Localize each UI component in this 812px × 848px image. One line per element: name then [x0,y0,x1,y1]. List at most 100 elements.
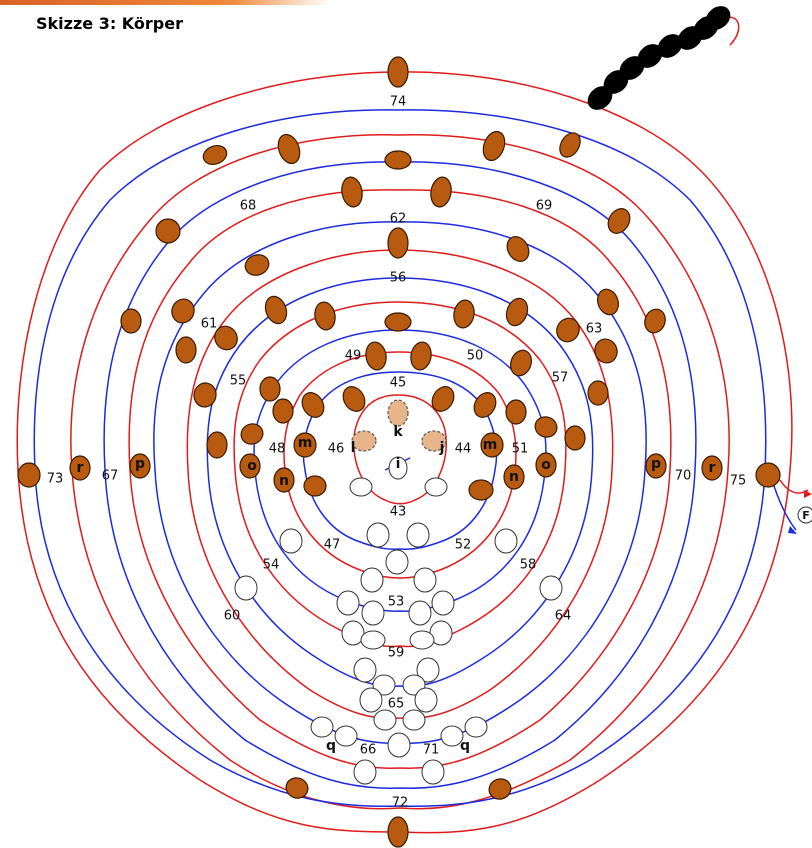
brown-bead [755,462,781,488]
region-number: 66 [360,743,377,758]
brown-bead [431,386,455,412]
bead-letter: q [326,738,336,754]
brown-bead [365,341,387,371]
brown-bead [505,297,529,327]
brown-bead [503,464,525,490]
brown-bead [214,325,238,351]
brown-bead [535,452,557,478]
region-number: 48 [269,442,286,457]
region-number: 60 [224,609,241,624]
region-number: 43 [390,505,407,520]
red-arrow-icon [804,490,812,498]
bead-letter: m [483,437,498,453]
red-ring-2 [70,134,730,810]
outline-bead [440,725,464,747]
center-bead [351,430,377,452]
brown-bead [482,130,506,162]
region-number: 55 [230,374,247,389]
outline-bead [414,687,438,713]
brown-bead [303,475,327,497]
brown-bead [410,341,432,371]
brown-bead [240,423,264,445]
bead-letter: i [396,456,401,472]
outline-bead [431,590,455,616]
outline-bead [360,630,386,650]
outline-bead [408,600,432,626]
brown-bead [597,288,619,316]
region-number: 45 [390,376,407,391]
region-number: 56 [390,271,407,286]
bead-letter: p [651,456,661,472]
brown-bead [384,312,412,332]
region-number: 69 [536,199,553,214]
region-number: 61 [201,317,218,332]
brown-bead [488,778,512,800]
outline-bead [279,528,303,554]
brown-bead [69,455,91,481]
blue-arrow-icon [788,526,797,534]
region-number: 52 [455,538,472,553]
outline-bead [406,522,430,548]
brown-bead [384,150,412,170]
brown-bead [273,467,295,493]
brown-bead [506,236,530,262]
outline-bead [334,725,358,747]
bead-letter: n [279,473,289,489]
brown-bead [387,56,409,88]
outline-bead [387,732,411,758]
outline-bead [409,630,435,650]
brown-bead [468,479,494,501]
brown-bead [534,416,558,438]
outline-bead [349,477,373,497]
brown-bead [387,816,409,848]
outline-bead [464,716,488,738]
brown-bead [510,349,532,377]
bead-letter: k [393,424,403,440]
region-number: 75 [730,474,747,489]
region-number: 58 [520,558,537,573]
brown-bead [314,301,336,331]
red-ring-3 [128,189,672,769]
brown-bead [155,218,181,244]
brown-bead [453,299,475,329]
brown-bead [277,133,301,165]
region-number: 53 [388,595,405,610]
blue-ring-3 [153,221,647,744]
brown-bead [607,208,631,234]
blue-ring-2 [103,161,697,789]
bead-letter: p [135,456,145,472]
brown-bead [17,462,41,488]
header-accent-bar [0,0,330,5]
brown-bead [342,386,366,412]
brown-bead [387,227,409,259]
blue-ring-outer [33,109,767,808]
region-number: 65 [388,697,405,712]
region-number: 46 [328,442,345,457]
brown-bead [480,432,504,458]
blue-inner [302,371,498,550]
brown-bead [171,298,195,324]
bead-letter: j [439,440,445,456]
region-number: 63 [586,322,603,337]
outline-bead [388,456,408,480]
outline-bead [366,522,390,548]
brown-bead [701,455,723,481]
outline-bead [336,590,360,616]
brown-bead [264,295,288,325]
end-marker-label: F [802,509,810,522]
region-number: 64 [555,609,572,624]
brown-bead [564,425,586,451]
region-number: 49 [345,349,362,364]
brown-bead [301,392,325,418]
outline-bead [353,657,377,683]
brown-bead [193,382,217,408]
bead-letter: o [541,457,551,473]
region-number: 57 [552,371,569,386]
brown-bead [556,317,580,343]
bead-letter: r [709,460,716,476]
region-number: 67 [102,469,119,484]
brown-bead [239,453,261,479]
outline-bead [310,716,334,738]
outline-bead [402,709,426,731]
center-bead [387,399,409,427]
